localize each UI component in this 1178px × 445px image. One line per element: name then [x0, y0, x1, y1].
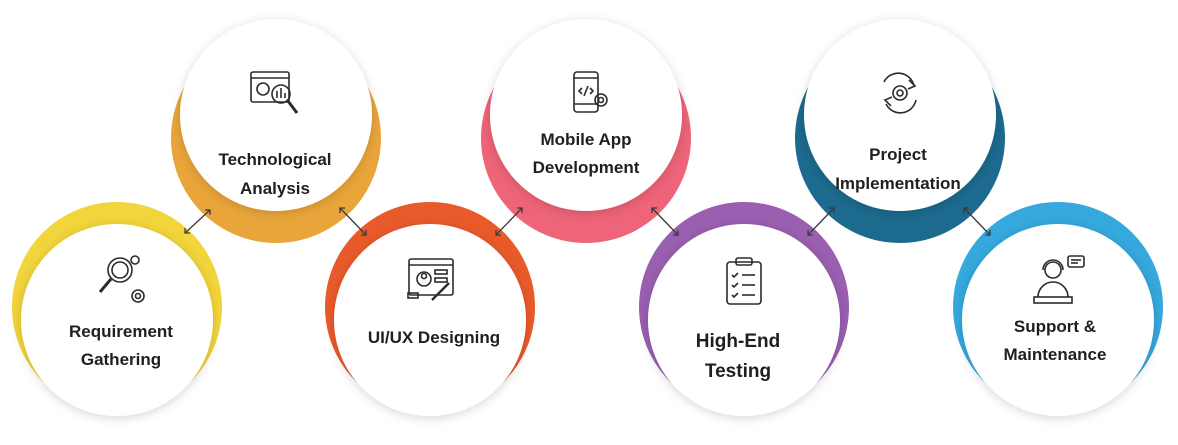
disk-5 — [648, 224, 840, 416]
mobile-code-icon — [573, 71, 608, 113]
connector-arrow-5 — [807, 207, 835, 236]
step-5-label-line1: High-End — [696, 331, 780, 352]
step-2-label-line1: Technological — [218, 150, 331, 169]
step-5-label-line2: Testing — [705, 361, 771, 382]
clipboard-checklist-icon — [726, 257, 762, 305]
connector-arrow-2 — [339, 207, 367, 236]
support-agent-icon — [1033, 255, 1085, 304]
step-4-label-line2: Development — [533, 158, 640, 177]
ui-design-icon — [407, 258, 454, 301]
disk-2 — [180, 19, 372, 211]
connectors — [184, 207, 991, 236]
magnifier-gear-icon — [98, 255, 145, 303]
step-1-label-line2: Gathering — [81, 350, 161, 369]
step-6-label-line2: Implementation — [835, 174, 961, 193]
step-7-label-line1: Support & — [1014, 317, 1096, 336]
disk-3 — [334, 224, 526, 416]
connector-arrow-3 — [495, 207, 523, 236]
connector-arrow-4 — [651, 207, 679, 236]
cycle-gear-icon — [883, 72, 917, 114]
connector-arrow-1 — [184, 209, 211, 234]
step-7-label-line2: Maintenance — [1004, 345, 1107, 364]
step-1-label-line1: Requirement — [69, 322, 173, 341]
disk-1 — [21, 224, 213, 416]
disk-7 — [962, 224, 1154, 416]
step-3-label-line1: UI/UX Designing — [368, 328, 500, 347]
disks — [21, 19, 1154, 416]
connector-arrow-6 — [963, 207, 991, 236]
disk-4 — [490, 19, 682, 211]
step-4-label-line1: Mobile App — [541, 130, 632, 149]
dashboard-analysis-icon — [250, 71, 299, 114]
disk-6 — [804, 19, 996, 211]
step-6-label-line1: Project — [869, 145, 927, 164]
step-2-label-line2: Analysis — [240, 179, 310, 198]
step-labels: Requirement Gathering Technological Anal… — [69, 130, 1106, 382]
